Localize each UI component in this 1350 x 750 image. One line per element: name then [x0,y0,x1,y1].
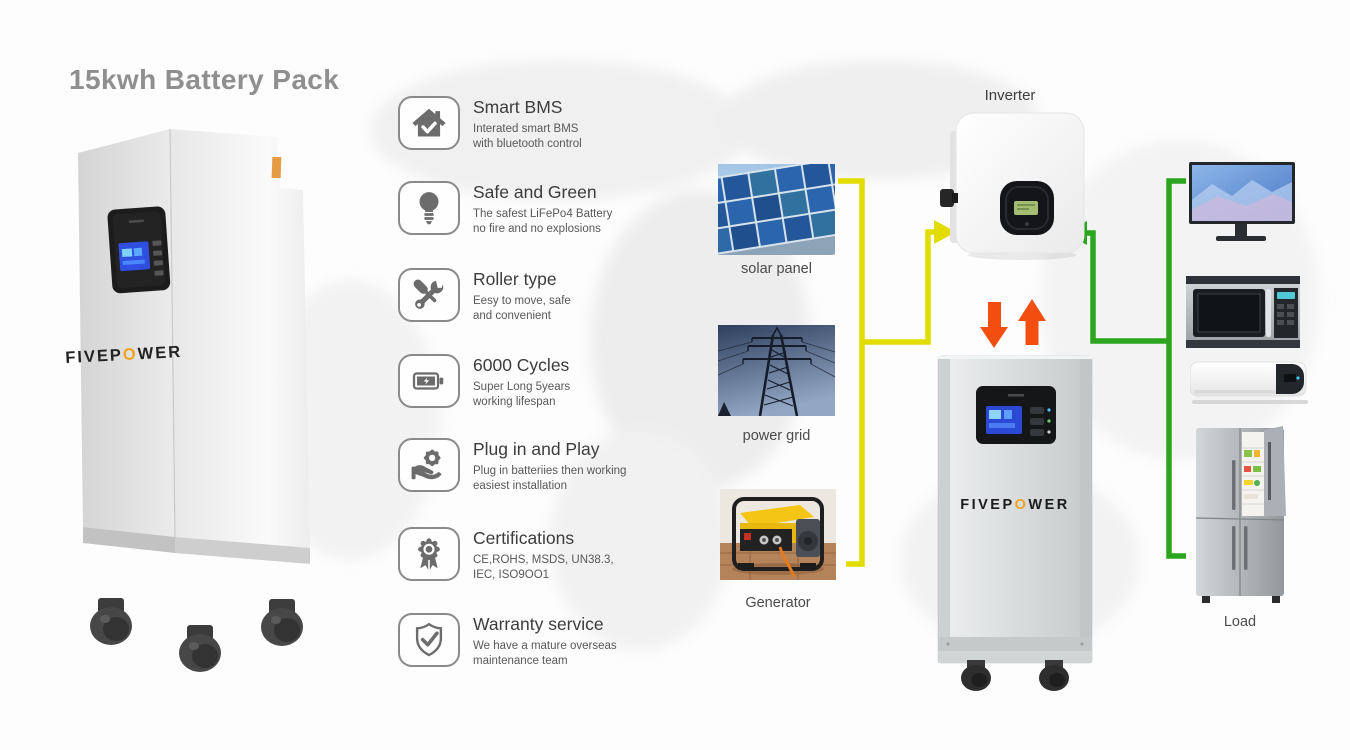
generator-label: Generator [745,595,811,611]
shield-check-icon [398,613,460,667]
feature-title: Roller type [473,269,557,289]
feature-safe-and-green: Safe and Green The safest LiFePo4 Batter… [398,181,673,236]
caster-wheels [961,660,1069,691]
feature-title: Plug in and Play [473,439,600,459]
tools-icon [398,268,460,322]
bulb-icon [398,181,460,235]
tower-front-face [78,129,175,537]
battery-icon [398,354,460,408]
house-check-icon [398,96,460,150]
feature-desc: with bluetooth control [473,137,582,150]
feature-desc: CE,ROHS, MSDS, UN38.3, [473,554,614,566]
feature-desc: no fire and no explosions [473,222,601,235]
feature-desc: maintenance team [473,654,568,667]
feature-title: Warranty service [473,614,604,634]
microwave-image [1186,276,1300,348]
terminal-connector [271,156,282,179]
feature-desc: working lifespan [473,395,556,408]
feature-desc: Interated smart BMS [473,123,579,135]
feature-text: Smart BMS Interated smart BMS with bluet… [473,96,582,151]
battery-pack-front-image: FIVEPOWER [937,355,1093,691]
feature-desc: Plug in batteriies then working [473,465,627,477]
feature-text: Warranty service We have a mature overse… [473,613,617,668]
inverter-image [940,112,1085,260]
medal-icon [398,527,460,581]
feature-6000-cycles: 6000 Cycles Super Long 5years working li… [398,354,673,409]
power-grid-label: power grid [742,428,811,444]
feature-certifications: Certifications CE,ROHS, MSDS, UN38.3, IE… [398,527,673,582]
feature-desc: Super Long 5years [473,381,571,393]
feature-desc: easiest installation [473,479,567,492]
feature-desc: The safest LiFePo4 Battery [473,208,613,220]
feature-title: Certifications [473,528,575,548]
solar-panel-image [718,164,835,255]
feature-text: 6000 Cycles Super Long 5years working li… [473,354,570,409]
feature-roller-type: Roller type Eesy to move, safe and conve… [398,268,673,323]
feature-plug-in-and-play: Plug in and Play Plug in batteriies then… [398,438,673,493]
refrigerator-image [1195,426,1286,603]
caster-wheels [90,598,303,672]
feature-desc: IEC, ISO9OO1 [473,568,550,581]
load-label: Load [1223,614,1257,630]
monitor-image [1189,162,1295,241]
air-conditioner-image [1190,361,1308,404]
solar-panel-label: solar panel [741,261,812,277]
feature-desc: Eesy to move, safe [473,295,571,307]
feature-title: Safe and Green [473,182,597,202]
feature-text: Roller type Eesy to move, safe and conve… [473,268,571,323]
feature-smart-bms: Smart BMS Interated smart BMS with bluet… [398,96,673,151]
swung-door [1264,426,1286,516]
battery-tower-product-image: FIVEPOWER [65,128,310,672]
feature-text: Plug in and Play Plug in batteriies then… [473,438,626,493]
open-door-interior [1242,432,1264,516]
inverter-label: Inverter [984,87,1036,104]
power-grid-image [718,325,835,416]
battery-display-panel [976,386,1056,444]
inverter-display [1000,181,1054,235]
tower-side-face [170,129,310,548]
feature-title: 6000 Cycles [473,355,570,375]
brand-logo: FIVEPOWER [65,343,183,367]
page-title: 15kwh Battery Pack [69,64,340,95]
feature-desc: and convenient [473,309,552,322]
inverter-connector [940,189,954,207]
tower-display-panel [107,206,171,294]
hand-gear-icon [398,438,460,492]
generator-image [720,489,836,580]
feature-desc: We have a mature overseas [473,640,617,652]
feature-warranty-service: Warranty service We have a mature overse… [398,613,673,668]
feature-text: Certifications CE,ROHS, MSDS, UN38.3, IE… [473,527,614,582]
feature-text: Safe and Green The safest LiFePo4 Batter… [473,181,612,236]
brand-logo: FIVEPOWER [960,497,1070,513]
feature-title: Smart BMS [473,97,563,117]
